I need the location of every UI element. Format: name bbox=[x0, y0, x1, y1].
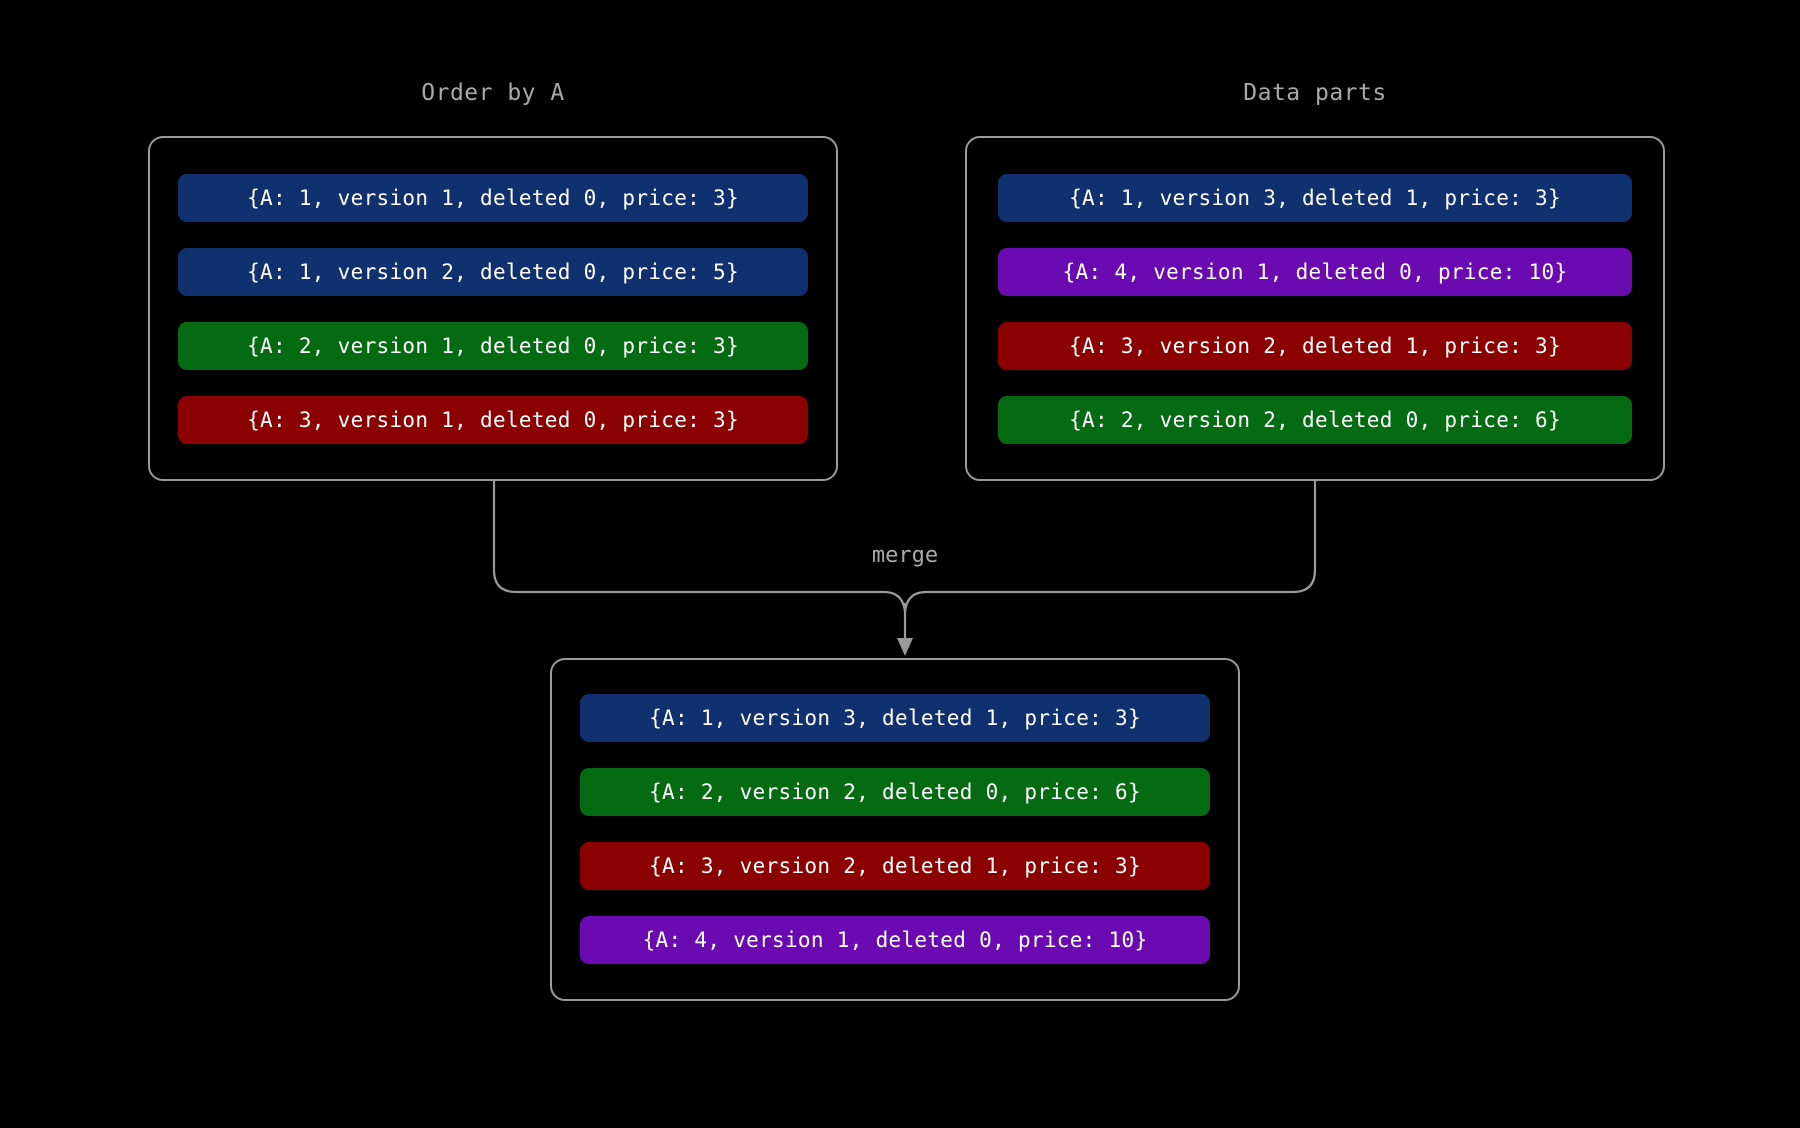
row-chip[interactable]: {A: 1, version 1, deleted 0, price: 3} bbox=[178, 174, 808, 222]
row-chip[interactable]: {A: 3, version 2, deleted 1, price: 3} bbox=[998, 322, 1632, 370]
arrow-down-icon bbox=[897, 638, 913, 656]
row-chip[interactable]: {A: 3, version 2, deleted 1, price: 3} bbox=[580, 842, 1210, 890]
panel-merged-result: {A: 1, version 3, deleted 1, price: 3} {… bbox=[550, 658, 1240, 1001]
panel-title-data-parts: Data parts bbox=[1243, 80, 1387, 106]
merge-label: merge bbox=[871, 543, 939, 568]
panel-title-order-by-a: Order by A bbox=[421, 80, 565, 106]
panel-order-by-a: {A: 1, version 1, deleted 0, price: 3} {… bbox=[148, 136, 838, 481]
row-chip[interactable]: {A: 4, version 1, deleted 0, price: 10} bbox=[998, 248, 1632, 296]
row-chip[interactable]: {A: 1, version 3, deleted 1, price: 3} bbox=[998, 174, 1632, 222]
row-chip[interactable]: {A: 1, version 2, deleted 0, price: 5} bbox=[178, 248, 808, 296]
row-chip[interactable]: {A: 2, version 1, deleted 0, price: 3} bbox=[178, 322, 808, 370]
panel-data-parts: {A: 1, version 3, deleted 1, price: 3} {… bbox=[965, 136, 1665, 481]
row-chip[interactable]: {A: 4, version 1, deleted 0, price: 10} bbox=[580, 916, 1210, 964]
row-list-data-parts: {A: 1, version 3, deleted 1, price: 3} {… bbox=[998, 174, 1632, 444]
row-chip[interactable]: {A: 3, version 1, deleted 0, price: 3} bbox=[178, 396, 808, 444]
row-list-merged: {A: 1, version 3, deleted 1, price: 3} {… bbox=[580, 694, 1210, 964]
row-chip[interactable]: {A: 1, version 3, deleted 1, price: 3} bbox=[580, 694, 1210, 742]
row-list-order-by-a: {A: 1, version 1, deleted 0, price: 3} {… bbox=[178, 174, 808, 444]
row-chip[interactable]: {A: 2, version 2, deleted 0, price: 6} bbox=[998, 396, 1632, 444]
row-chip[interactable]: {A: 2, version 2, deleted 0, price: 6} bbox=[580, 768, 1210, 816]
